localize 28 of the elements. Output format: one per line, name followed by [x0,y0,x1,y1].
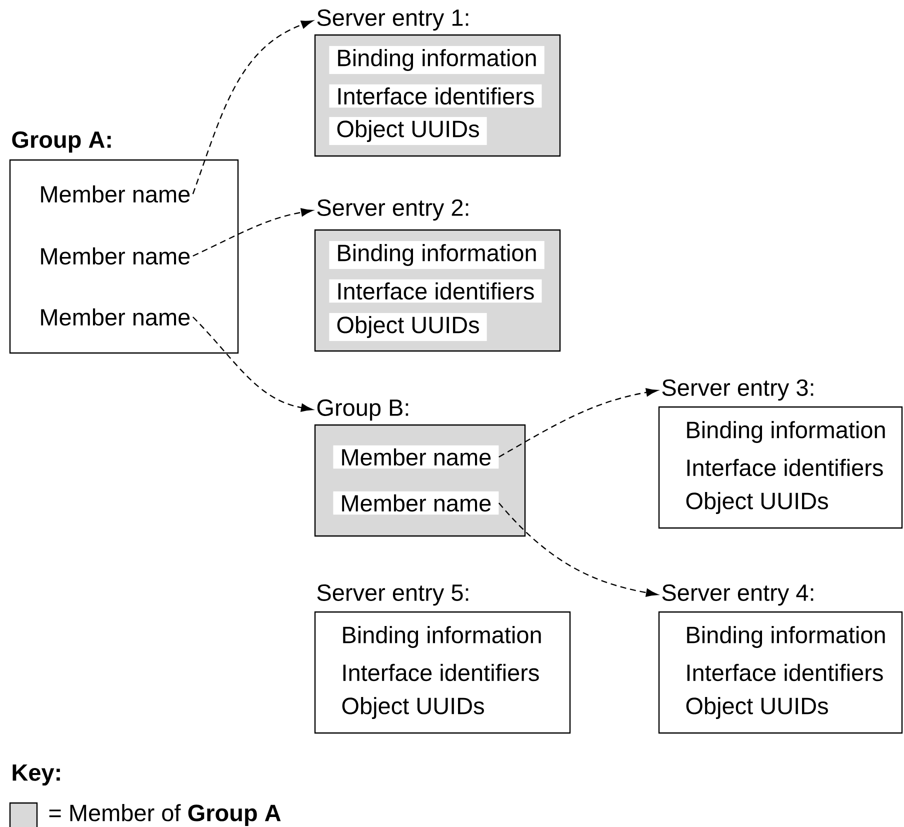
node-label: Group B: [317,399,408,421]
arrow [498,502,658,597]
node-label: Server entry 3: [662,379,814,401]
key-heading: Key: [12,764,60,786]
member-name: Member name [41,185,190,203]
arrow [192,20,313,194]
member-name: Member name [41,247,190,265]
info-label: Interface identifiers [329,84,542,108]
entry-box: Server entry 4: Binding information Interface identifiers Object UUIDs [658,584,903,734]
member-label: Member name [333,445,499,469]
legend-text: = Member of Group A [49,804,281,826]
arrow [192,316,313,412]
arrow [498,388,658,458]
node-label: Server entry 1: [317,9,468,31]
info-label: Object UUIDs [329,117,487,145]
node-label: Server entry 2: [317,199,468,221]
member-name: Member name [41,308,190,326]
node-label: Server entry 4: [662,584,814,606]
entry-box: Server entry 5: Binding information Interface identifiers Object UUIDs [314,584,571,734]
info-label: Interface identifiers [329,279,542,303]
info-label: Object UUIDs [329,313,487,341]
node-label: Server entry 5: [317,584,468,606]
node-label: Group A: [12,131,111,153]
info-label: Binding information [329,241,544,269]
arrow [192,208,313,257]
member-label: Member name [333,491,499,515]
info-label: Binding information [329,46,544,74]
entry-box: Server entry 3: Binding information Interface identifiers Object UUIDs [658,379,903,529]
